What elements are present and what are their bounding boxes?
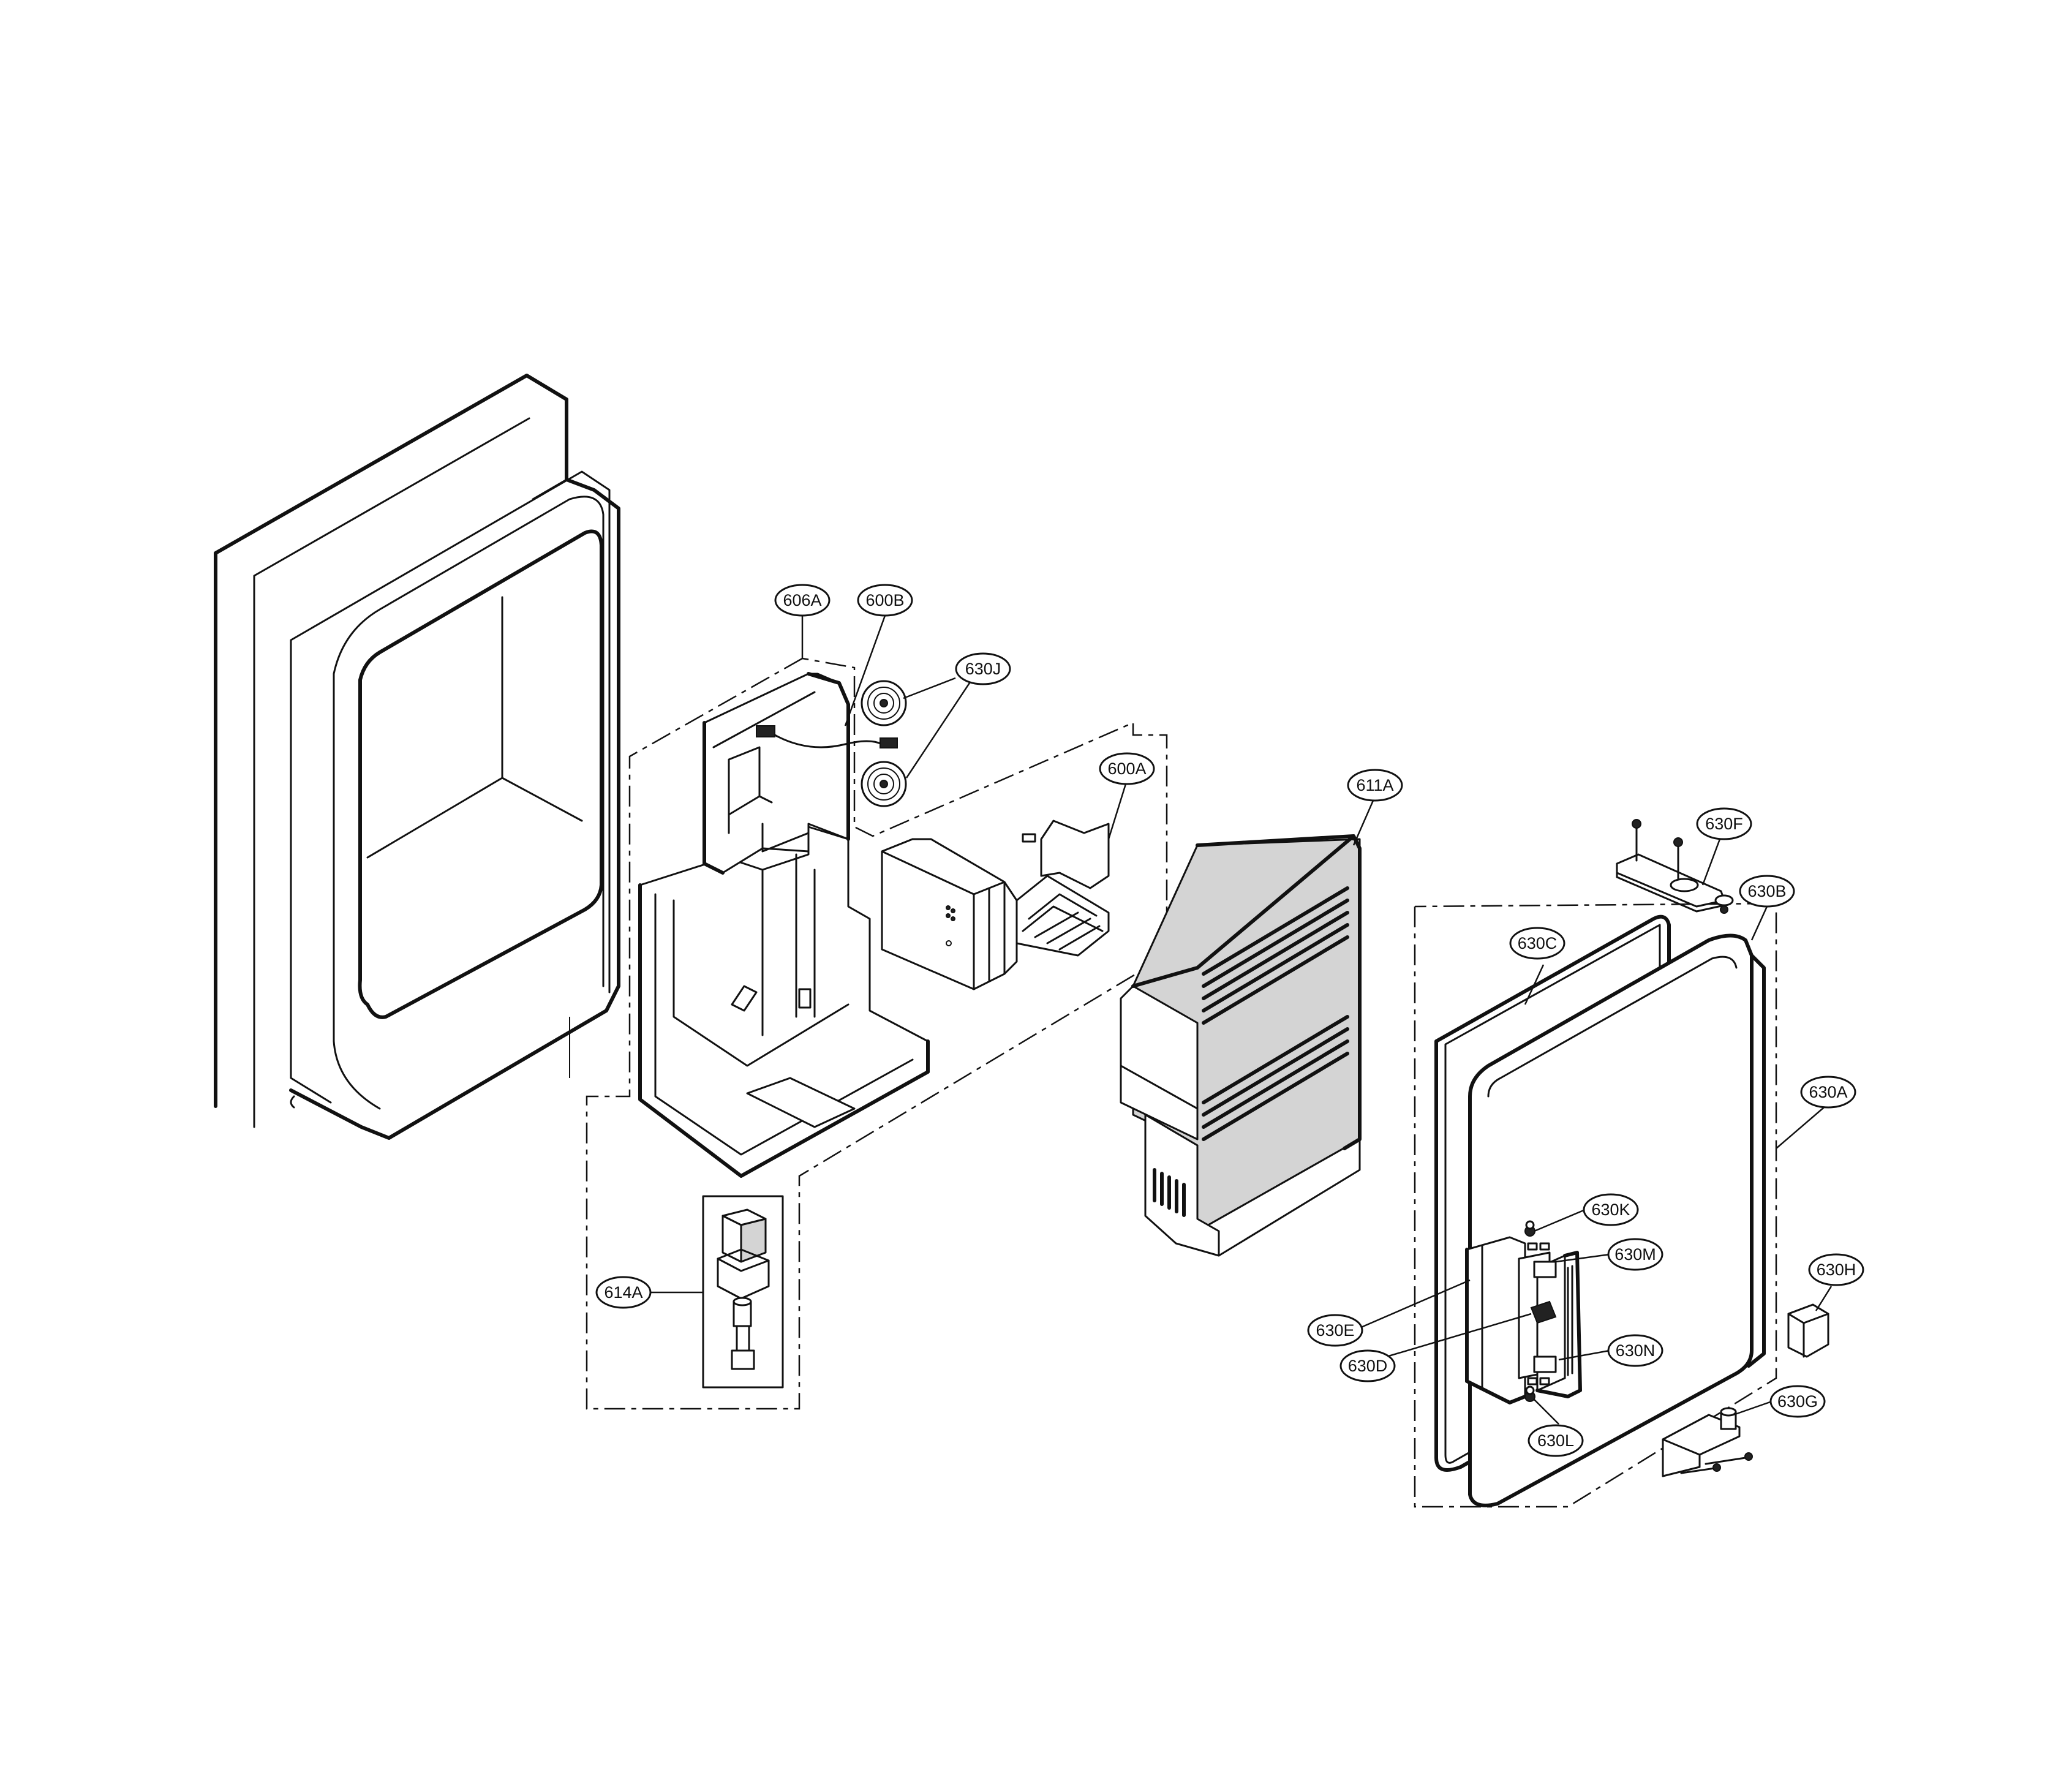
- upper-hinge: [1616, 819, 1734, 914]
- label-text: 630M: [1614, 1245, 1656, 1264]
- label-text: 630J: [965, 660, 1001, 678]
- lower-hinge: [1662, 1407, 1753, 1477]
- ice-duct-cover: [1120, 834, 1362, 1257]
- part-label-600A: 600A: [1099, 752, 1155, 785]
- label-text: 630N: [1616, 1341, 1656, 1360]
- door-outer-panel: [214, 374, 620, 1140]
- label-text: 614A: [604, 1283, 642, 1302]
- part-label-630M: 630M: [1607, 1238, 1663, 1271]
- duct-vents-lower: [1202, 1015, 1349, 1141]
- label-text: 630E: [1316, 1321, 1354, 1340]
- valve-fitting-lower: [861, 761, 907, 807]
- duct-grille: [1153, 1168, 1186, 1217]
- ice-maker-assembly: [881, 820, 1110, 990]
- label-text: 630B: [1747, 882, 1786, 900]
- part-label-630G: 630G: [1769, 1385, 1826, 1418]
- part-label-606A: 606A: [774, 584, 831, 617]
- label-text: 611A: [1356, 776, 1393, 794]
- duct-vents-upper: [1202, 886, 1349, 1025]
- part-label-630N: 630N: [1607, 1334, 1663, 1367]
- label-text: 630F: [1705, 815, 1743, 833]
- label-text: 630G: [1777, 1392, 1818, 1411]
- label-text: 630D: [1348, 1357, 1388, 1375]
- part-label-630F: 630F: [1696, 807, 1752, 840]
- part-label-614A: 614A: [595, 1276, 652, 1309]
- label-text: 630A: [1809, 1083, 1847, 1101]
- label-text: 600B: [865, 591, 904, 609]
- part-label-630A: 630A: [1800, 1076, 1856, 1109]
- door-handle-assembly: [1465, 1220, 1582, 1404]
- part-label-630K: 630K: [1583, 1193, 1639, 1226]
- part-label-630E: 630E: [1307, 1314, 1363, 1347]
- part-label-611A: 611A: [1347, 769, 1403, 802]
- part-label-630L: 630L: [1528, 1424, 1584, 1457]
- part-label-630J: 630J: [955, 652, 1011, 685]
- part-label-600B: 600B: [857, 584, 913, 617]
- label-text: 630H: [1817, 1261, 1856, 1279]
- leader-lines: [649, 615, 1833, 1425]
- water-valve: [717, 1208, 770, 1370]
- part-label-630D: 630D: [1339, 1349, 1396, 1382]
- label-text: 600A: [1107, 760, 1146, 778]
- valve-fitting-upper: [861, 680, 907, 726]
- label-text: 630K: [1591, 1201, 1630, 1219]
- part-label-630H: 630H: [1808, 1253, 1864, 1286]
- dispenser-housing: [638, 672, 930, 1178]
- label-text: 630L: [1537, 1431, 1574, 1450]
- label-text: 630C: [1518, 934, 1558, 952]
- part-label-630B: 630B: [1739, 875, 1795, 908]
- part-label-630C: 630C: [1509, 927, 1565, 960]
- label-text: 606A: [783, 591, 821, 609]
- hinge-cap: [1787, 1303, 1829, 1358]
